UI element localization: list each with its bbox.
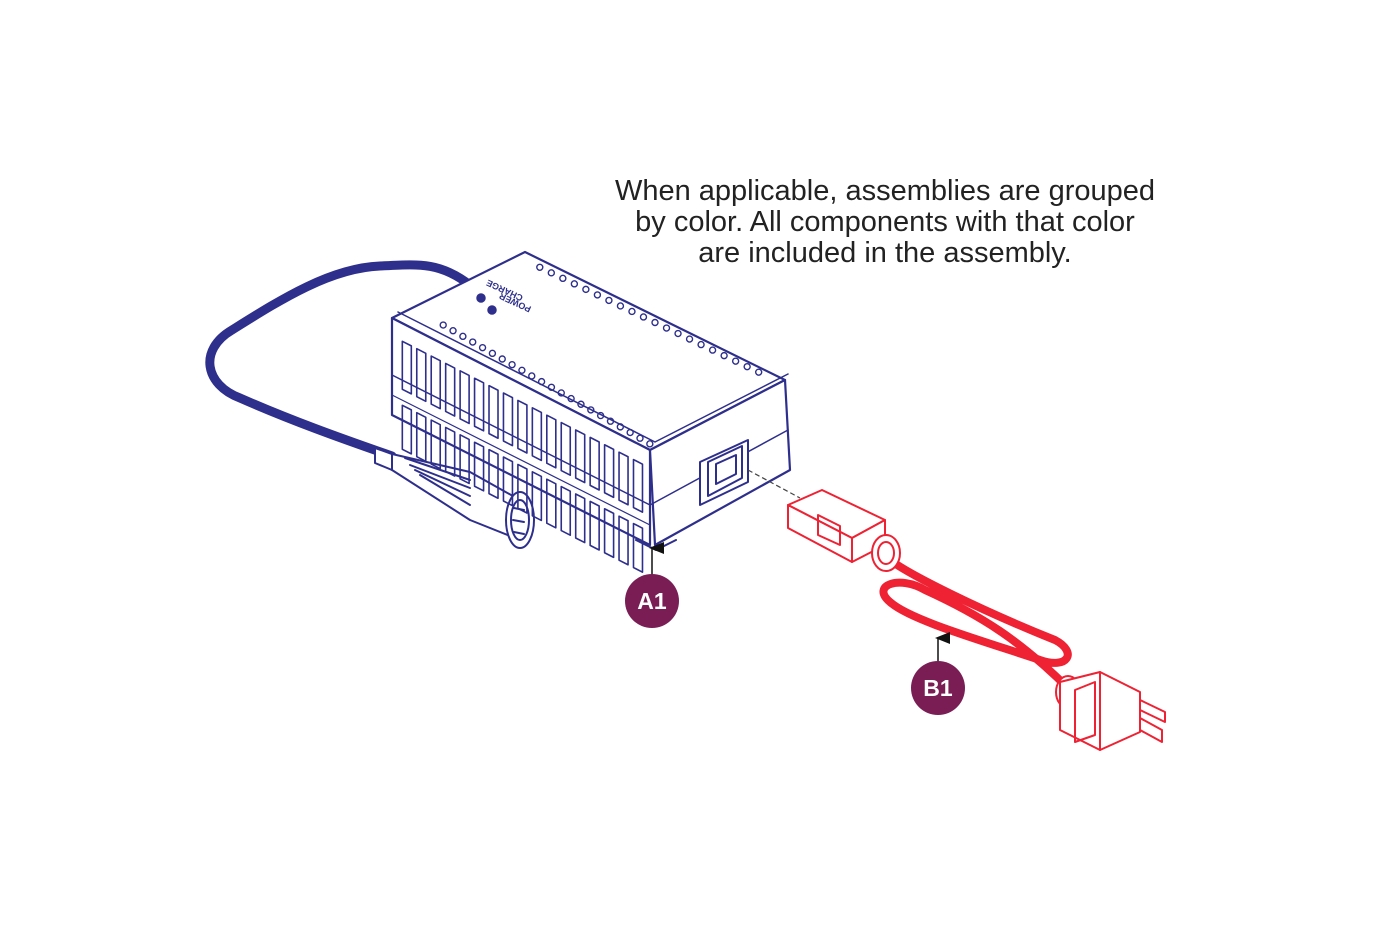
vent-slot [444,426,456,477]
charger-dot [469,338,477,346]
vent-slot [517,463,528,514]
iec-connector [787,489,901,572]
charger-output-cable [205,260,475,461]
vent-slot [560,421,572,476]
charger-dot [577,400,585,408]
charger-dot [708,346,717,354]
vent-slot [502,392,514,447]
vent-slot [517,399,528,454]
vent-slot [488,384,499,440]
vent-slot [415,347,427,403]
charger-dot [459,332,467,341]
charger-dot [754,368,763,376]
vent-slot [473,377,485,432]
callout-b1-label: B1 [923,675,953,701]
power-cord-cable [879,556,1074,694]
connection-guide-line [747,469,801,499]
charger-dot [628,307,636,316]
charger-dot [616,423,625,431]
callout-b1: B1 [911,632,965,715]
vent-slot [430,419,442,470]
vent-slot [401,404,413,455]
vent-slot [560,485,572,536]
charger-top-dots [439,263,763,448]
nema-plug [1055,671,1166,751]
power-cord-assembly-b1 [787,489,1166,751]
charger-dot [537,377,546,386]
note-line-2: by color. All components with that color [635,206,1135,238]
vent-slot [618,451,629,506]
callout-a1-badge [625,574,679,628]
vent-slot [546,478,557,529]
note-line-1: When applicable, assemblies are grouped [614,175,1156,207]
vent-slot [603,507,615,559]
charger-dot [646,440,654,448]
vent-slot [531,471,543,522]
charger-dot [636,434,644,442]
vent-slot [589,436,600,491]
charger-dot [593,291,602,299]
charger-dot [439,321,447,329]
charger-dot [596,411,605,420]
vent-slot [502,456,514,507]
vent-slot [589,500,600,551]
charger-dot [616,302,625,310]
charger-dot [582,285,590,294]
charger-dot [731,357,740,365]
vent-slot [632,522,644,573]
charger-dot [605,296,613,305]
vent-slot [401,340,413,395]
vent-slot [603,443,615,499]
callout-a1-label: A1 [637,588,667,614]
vent-slot [473,441,485,492]
charger-dot [674,329,682,338]
vent-slot [459,434,470,485]
assembly-color-note: When applicable, assemblies are grouped … [560,176,1210,269]
vent-slot [459,370,470,425]
charger-dot [557,389,565,397]
vent-slot [574,429,586,484]
vent-slot [574,493,586,544]
charger-dot [478,343,487,352]
charger-vents [401,340,644,573]
callout-a1: A1 [625,542,679,628]
charger-dot [449,326,457,335]
charger-dot [518,366,526,375]
charger-dot [587,406,595,414]
vent-slot [430,355,442,410]
vent-slot [444,362,456,417]
charger-assembly-a1: CHARGE POWER [205,250,792,573]
charger-dot [547,383,556,391]
charger-dot [743,362,751,371]
charger-dot [651,318,659,327]
charger-dot [508,360,516,369]
callout-b1-badge [911,661,965,715]
charger-dot [528,372,536,380]
charger-dot [720,351,728,360]
charger-dot [606,417,615,425]
charger-dot [626,428,634,437]
vent-slot [632,458,644,513]
charger-dot [685,335,694,343]
charger-dot [697,340,705,349]
vent-slot [546,414,557,469]
charger-dot [662,324,671,332]
vent-slot [415,411,427,463]
charger-dot [536,263,544,271]
charger-dot [567,394,575,403]
charger-dot [547,269,556,277]
note-line-3: are included in the assembly. [698,237,1072,269]
charger-dot [570,280,579,288]
vent-slot [488,448,499,500]
xlr-plug [374,447,535,549]
charger-dot [639,313,648,321]
charger-dot [498,355,506,363]
charger-ac-inlet [699,439,749,506]
charger-dot [559,274,567,283]
vent-slot [618,515,629,566]
charger-dot [488,349,497,358]
vent-slot [531,407,543,462]
